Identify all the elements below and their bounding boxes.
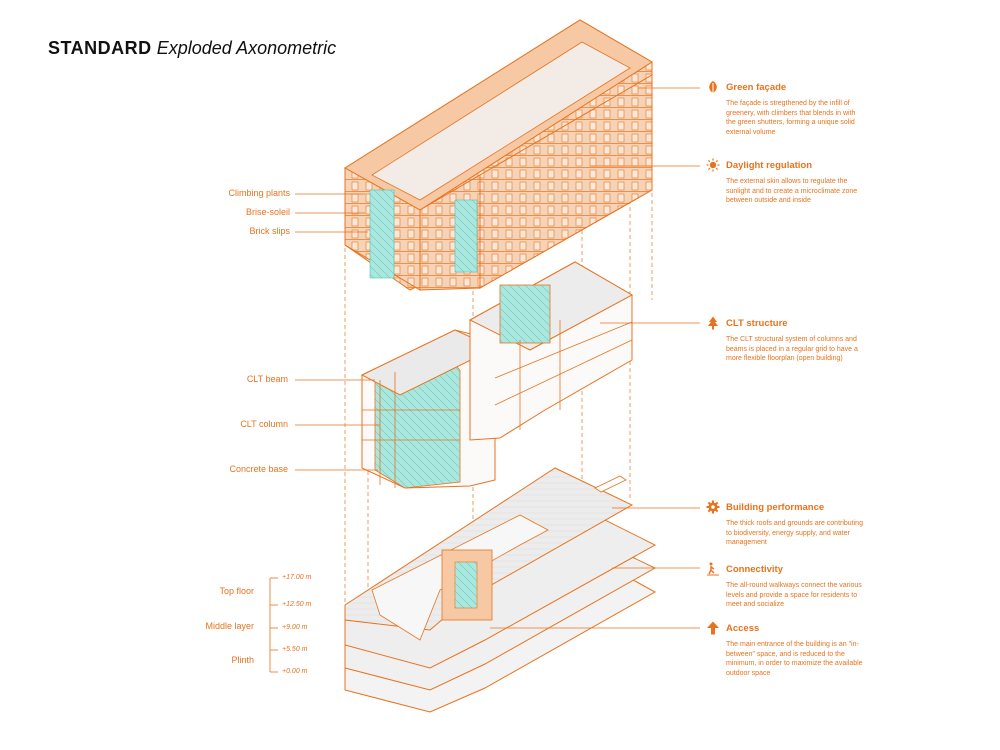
feature-connectivity: Connectivity The all-round walkways conn… (706, 562, 866, 610)
feature-daylight-regulation: Daylight regulation The external skin al… (706, 158, 866, 206)
title-bold: STANDARD (48, 38, 152, 58)
elevation-12-5: +12.50 m (282, 601, 312, 608)
concrete-slabs (344, 467, 657, 713)
page-title: STANDARD Exploded Axonometric (48, 38, 336, 59)
elevation-9: +9.00 m (282, 624, 308, 631)
arrow-up-icon (707, 621, 719, 635)
level-scale (269, 577, 278, 673)
feature-access: Access The main entrance of the building… (706, 621, 866, 678)
label-brise-soleil: Brise-soleil (245, 207, 290, 217)
feature-title: Building performance (726, 501, 825, 513)
feature-title: Connectivity (726, 563, 784, 575)
feature-description: The all-round walkways connect the vario… (726, 582, 862, 608)
label-brick-slips: Brick slips (249, 226, 290, 236)
elevation-17: +17.00 m (282, 574, 312, 581)
gear-icon (706, 500, 720, 514)
label-clt-beam: CLT beam (246, 374, 288, 384)
tree-icon (708, 316, 718, 330)
feature-clt-structure: CLT structure The CLT structural system … (706, 316, 866, 364)
elevation-5-5: +5.50 m (282, 646, 308, 653)
label-climbing-plants: Climbing plants (228, 188, 290, 198)
elevation-0: +0.00 m (282, 668, 308, 675)
label-concrete-base: Concrete base (229, 464, 288, 474)
level-top-floor: Top floor (219, 586, 254, 596)
leaf-icon (709, 81, 717, 93)
right-leaders (490, 87, 700, 629)
feature-description: The CLT structural system of columns and… (726, 336, 858, 362)
feature-building-performance: Building performance The thick roofs and… (706, 500, 866, 548)
feature-green-facade: Green façade The façade is stregthened b… (706, 80, 866, 137)
feature-description: The façade is stregthened by the infill … (726, 100, 856, 136)
feature-title: Green façade (726, 81, 787, 93)
feature-description: The main entrance of the building is an … (726, 641, 863, 677)
level-middle-layer: Middle layer (205, 621, 254, 631)
feature-title: Daylight regulation (726, 159, 813, 171)
feature-title: Access (726, 622, 760, 634)
title-italic: Exploded Axonometric (156, 38, 337, 58)
walker-icon (707, 562, 719, 576)
facade-volume (344, 19, 653, 291)
clt-structure (360, 261, 634, 489)
feature-description: The external skin allows to regulate the… (726, 178, 858, 204)
label-clt-column: CLT column (240, 419, 288, 429)
feature-title: CLT structure (726, 317, 788, 329)
left-leaders (295, 193, 380, 471)
sun-icon (706, 158, 720, 172)
feature-description: The thick roofs and grounds are contribu… (726, 520, 863, 546)
level-plinth: Plinth (231, 655, 254, 665)
